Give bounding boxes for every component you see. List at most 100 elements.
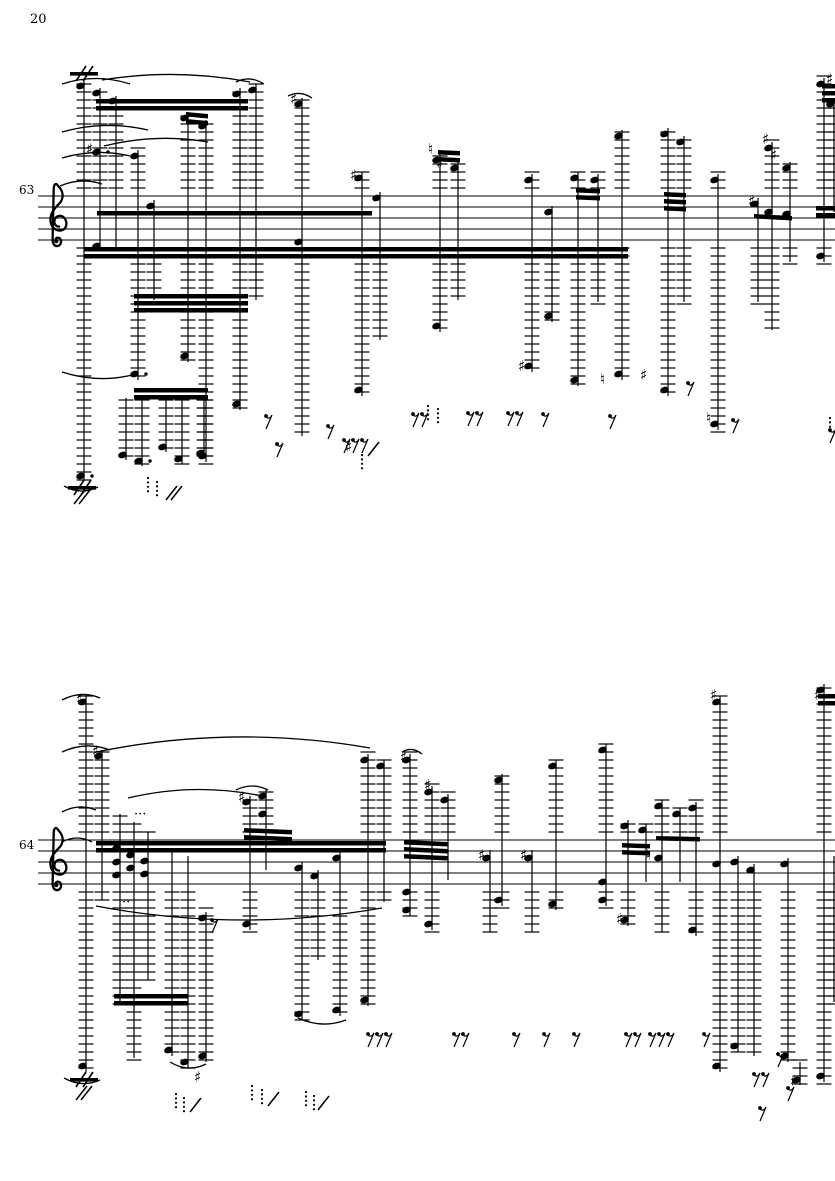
rest-icon [759, 1106, 767, 1122]
note-head [76, 82, 85, 90]
note-head [354, 386, 363, 394]
note-head [710, 420, 719, 428]
sharp-accidental-icon: ♯ [790, 1072, 797, 1090]
dot-column [828, 421, 832, 424]
rest-icon [658, 1032, 666, 1048]
note-head [764, 144, 773, 152]
slur [235, 78, 265, 85]
rest-icon [360, 438, 364, 442]
slur [95, 905, 383, 921]
note-head [198, 914, 207, 922]
dot-column [436, 421, 440, 424]
note-head [494, 896, 503, 904]
note-head [816, 80, 825, 88]
note-head [672, 810, 681, 818]
sharp-accidental-icon: ♯ [748, 192, 755, 210]
tremolo-bar [70, 1078, 98, 1082]
beam [134, 388, 208, 393]
note-head [180, 352, 189, 360]
measure-number-63: 63 [19, 183, 35, 197]
rest-icon [421, 412, 429, 428]
rest-icon [753, 1072, 761, 1088]
note-head [134, 457, 143, 465]
rest-icon [758, 1106, 762, 1110]
dot-column [312, 1103, 316, 1106]
note-head [310, 872, 319, 880]
natural-accidental-icon: ♮ [428, 140, 433, 158]
rest-icon [633, 1032, 637, 1036]
dot-column [304, 1090, 308, 1094]
note-head [598, 878, 607, 886]
rest-icon [264, 414, 268, 418]
slur [235, 785, 269, 791]
sharp-accidental-icon: ♯ [520, 846, 527, 864]
treble-clef-icon [54, 238, 59, 244]
beam [134, 395, 208, 400]
rest-icon [453, 1032, 461, 1048]
note-head [332, 1006, 341, 1014]
note-head [598, 896, 607, 904]
rest-icon [648, 1032, 652, 1036]
beam [134, 308, 248, 313]
dot-column [312, 1108, 316, 1111]
beam [404, 847, 448, 854]
beam [664, 199, 686, 205]
slur [61, 806, 97, 813]
slur [127, 788, 263, 799]
note-head [424, 788, 433, 796]
note-head [232, 400, 241, 408]
note-head [614, 132, 623, 140]
dot-column [155, 489, 159, 492]
dot-column [260, 1097, 264, 1100]
dot-column [155, 485, 159, 488]
dot-column [182, 1105, 186, 1108]
rest-icon [634, 1032, 642, 1048]
note-head [112, 871, 121, 879]
dot-column [250, 1093, 254, 1096]
note-head [140, 857, 149, 865]
note-head [360, 756, 369, 764]
dot-column [174, 1106, 178, 1109]
sharp-accidental-icon: ♯ [616, 910, 623, 928]
tremolo-bar [70, 72, 98, 76]
rest-icon [787, 1086, 795, 1102]
rest-icon [476, 411, 484, 427]
slur [61, 745, 111, 753]
beam [404, 840, 448, 847]
rest-icon [702, 1032, 706, 1036]
note-head [450, 164, 459, 172]
dot-column [304, 1099, 308, 1102]
note-head [232, 90, 241, 98]
rest-icon [515, 411, 519, 415]
rest-icon [361, 438, 369, 454]
rest-icon [327, 424, 335, 440]
note-head [294, 864, 303, 872]
rest-icon [275, 442, 279, 446]
beam [134, 301, 248, 306]
dot-column [828, 416, 832, 420]
note-head [782, 164, 791, 172]
dot-column [360, 462, 364, 465]
note-head [180, 114, 189, 122]
note-head [730, 858, 739, 866]
rest-icon [752, 1072, 756, 1076]
rest-icon [376, 1032, 384, 1048]
rest-icon [624, 1032, 628, 1036]
slur [95, 736, 371, 753]
rest-icon [686, 381, 690, 385]
rest-icon [573, 1032, 581, 1048]
dot-column [426, 418, 430, 421]
note-head [78, 698, 87, 706]
note-head [294, 100, 303, 108]
note-head [180, 1058, 189, 1066]
dot-column [304, 1095, 308, 1098]
slur [169, 1061, 207, 1069]
augmentation-dot [148, 459, 152, 463]
note-head [76, 472, 85, 480]
note-head [792, 1076, 801, 1084]
note-head [614, 370, 623, 378]
note-head [816, 252, 825, 260]
rest-icon [265, 414, 273, 430]
note-head [146, 202, 155, 210]
